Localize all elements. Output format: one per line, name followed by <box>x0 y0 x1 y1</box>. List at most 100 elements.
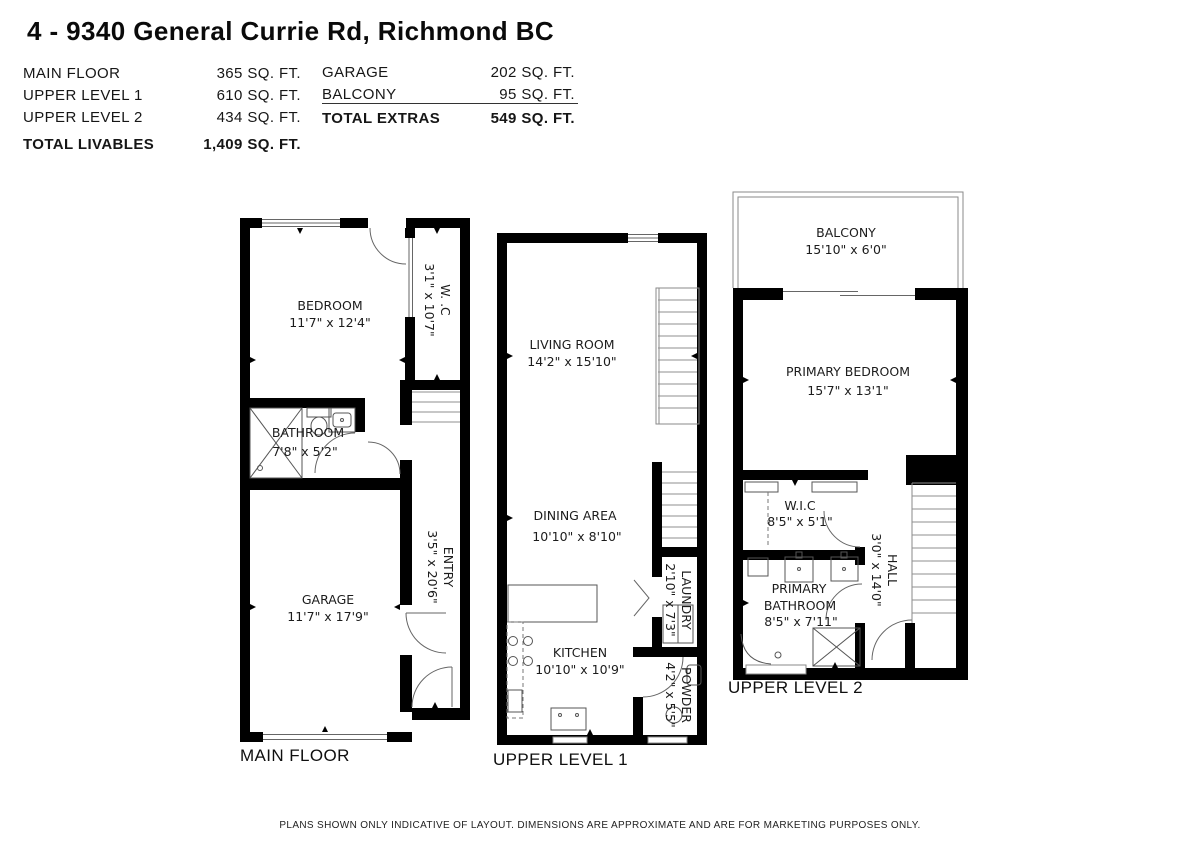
living-room-dims: 14'2" x 15'10" <box>527 354 616 369</box>
summary-value-balcony: 95 SQ. FT. <box>499 86 575 103</box>
summary-label-total-livables: TOTAL LIVABLES <box>23 136 155 153</box>
living-room-label: LIVING ROOM <box>529 337 614 352</box>
shower <box>249 407 303 479</box>
bathroom-window <box>745 664 807 675</box>
main-floor-walls <box>240 218 470 742</box>
drain <box>774 651 782 659</box>
laundry-label: LAUNDRY <box>679 570 694 630</box>
toilet-tank <box>306 407 332 418</box>
stove-burner <box>523 636 533 646</box>
summary-label-garage: GARAGE <box>322 64 389 81</box>
powder-label-group: POWDER 4'2" x 5'5" <box>663 662 694 728</box>
bathroom-dims: 7'8" x 5'2" <box>272 444 338 459</box>
upper-level-2-plan: BALCONY 15'10" x 6'0" PRIMARY BEDROOM 15… <box>732 191 968 680</box>
drain <box>257 465 263 471</box>
wic-dims: 8'5" x 5'1" <box>767 514 833 529</box>
upper-level-2-caption: UPPER LEVEL 2 <box>728 678 863 697</box>
summary-value-total-extras: 549 SQ. FT. <box>490 110 575 127</box>
hall-door-arc <box>871 619 913 661</box>
main-floor-bathroom-fixtures <box>249 407 356 479</box>
balcony-label: BALCONY <box>816 225 876 240</box>
stove-burner <box>508 636 518 646</box>
summary-value-main-floor: 365 SQ. FT. <box>216 65 301 82</box>
laundry-label-group: LAUNDRY 2'10" x 7'3" <box>663 563 694 636</box>
main-floor-caption: MAIN FLOOR <box>240 746 350 765</box>
garage-dims: 11'7" x 17'9" <box>287 609 368 624</box>
primary-bathroom-label-line2: BATHROOM <box>764 598 836 613</box>
kitchen-counter-dashed <box>506 621 524 719</box>
bedroom-dims: 11'7" x 12'4" <box>289 315 370 330</box>
wc-dims: 3'1" x 10'7" <box>422 263 437 336</box>
wic-shelf <box>744 481 779 493</box>
sink <box>328 407 356 433</box>
bathroom-door-arc <box>314 432 356 474</box>
ul1-stairs-lower <box>662 471 697 539</box>
summary-label-main-floor: MAIN FLOOR <box>23 65 121 82</box>
bathroom-label: BATHROOM <box>272 425 344 440</box>
ul2-balcony-rails <box>732 191 964 288</box>
kitchen-window <box>552 736 588 744</box>
main-floor-stairs <box>412 391 460 423</box>
hall-door-arc <box>367 441 401 475</box>
kitchen-counter <box>507 584 598 623</box>
hall-dims: 3'0" x 14'0" <box>869 533 884 606</box>
powder-door-arc <box>642 656 684 698</box>
wic-door-arc <box>823 510 861 548</box>
upper-level-1-caption: UPPER LEVEL 1 <box>493 750 628 769</box>
summary-label-total-extras: TOTAL EXTRAS <box>322 110 441 127</box>
balcony-dims: 15'10" x 6'0" <box>805 242 886 257</box>
bathroom-door-arc <box>825 583 863 621</box>
laundry-dims: 2'10" x 7'3" <box>663 563 678 636</box>
hall-label: HALL <box>885 554 900 586</box>
summary-label-upper-level-2: UPPER LEVEL 2 <box>23 109 143 126</box>
wic-shelf <box>811 481 858 493</box>
bathroom-sink <box>830 556 859 582</box>
ul1-ticks <box>507 353 697 735</box>
main-floor-windows-doors <box>262 219 453 740</box>
toilet-bowl <box>310 416 328 436</box>
ul2-ticks <box>743 377 956 668</box>
garage-door-arc <box>405 612 447 654</box>
total-extras-divider <box>322 103 578 104</box>
powder-sink <box>665 706 683 724</box>
primary-bathroom-label-line1: PRIMARY <box>772 581 827 596</box>
wc-label: W. .C <box>438 284 453 316</box>
bathroom-cabinet <box>747 557 769 577</box>
ul2-fixtures <box>740 481 861 667</box>
ul1-walls <box>497 233 707 745</box>
main-floor-ticks <box>250 228 440 732</box>
dining-area-label: DINING AREA <box>533 508 616 523</box>
powder-dims: 4'2" x 5'5" <box>663 662 678 728</box>
kitchen-label: KITCHEN <box>553 645 607 660</box>
primary-bedroom-label: PRIMARY BEDROOM <box>786 364 910 379</box>
entry-label-group: ENTRY 3'5" x 20'6" <box>425 530 456 603</box>
primary-bathroom-dims: 8'5" x 7'11" <box>764 614 837 629</box>
summary-label-upper-level-1: UPPER LEVEL 1 <box>23 87 143 104</box>
stove-burner <box>523 656 533 666</box>
page-title: 4 - 9340 General Currie Rd, Richmond BC <box>27 16 555 46</box>
kitchen-dims: 10'10" x 10'9" <box>535 662 624 677</box>
summary-value-upper-level-2: 434 SQ. FT. <box>216 109 301 126</box>
bedroom-door-arc <box>369 227 407 265</box>
laundry-bifold-door <box>633 579 650 617</box>
upper-level-1-plan: LIVING ROOM 14'2" x 15'10" DINING AREA 1… <box>497 233 707 745</box>
stove-burner <box>508 656 518 666</box>
primary-bedroom-dims: 15'7" x 13'1" <box>807 383 888 398</box>
powder-label: POWDER <box>679 667 694 723</box>
powder-toilet <box>686 664 702 686</box>
wic-label: W.I.C <box>784 498 816 513</box>
tub-curve <box>740 633 772 665</box>
entry-label: ENTRY <box>441 547 456 588</box>
ul2-windows-doors <box>745 291 915 675</box>
wc-label-group: W. .C 3'1" x 10'7" <box>422 263 453 336</box>
disclaimer-text: PLANS SHOWN ONLY INDICATIVE OF LAYOUT. D… <box>279 820 921 831</box>
powder-window <box>647 736 688 744</box>
front-door-arc <box>411 666 453 708</box>
ul1-fixtures <box>506 584 702 731</box>
summary-label-balcony: BALCONY <box>322 86 397 103</box>
main-floor-plan: BEDROOM 11'7" x 12'4" BATHROOM 7'8" x 5'… <box>240 218 470 742</box>
kitchen-sink <box>550 707 587 731</box>
summary-value-garage: 202 SQ. FT. <box>490 64 575 81</box>
summary-value-total-livables: 1,409 SQ. FT. <box>203 136 301 153</box>
